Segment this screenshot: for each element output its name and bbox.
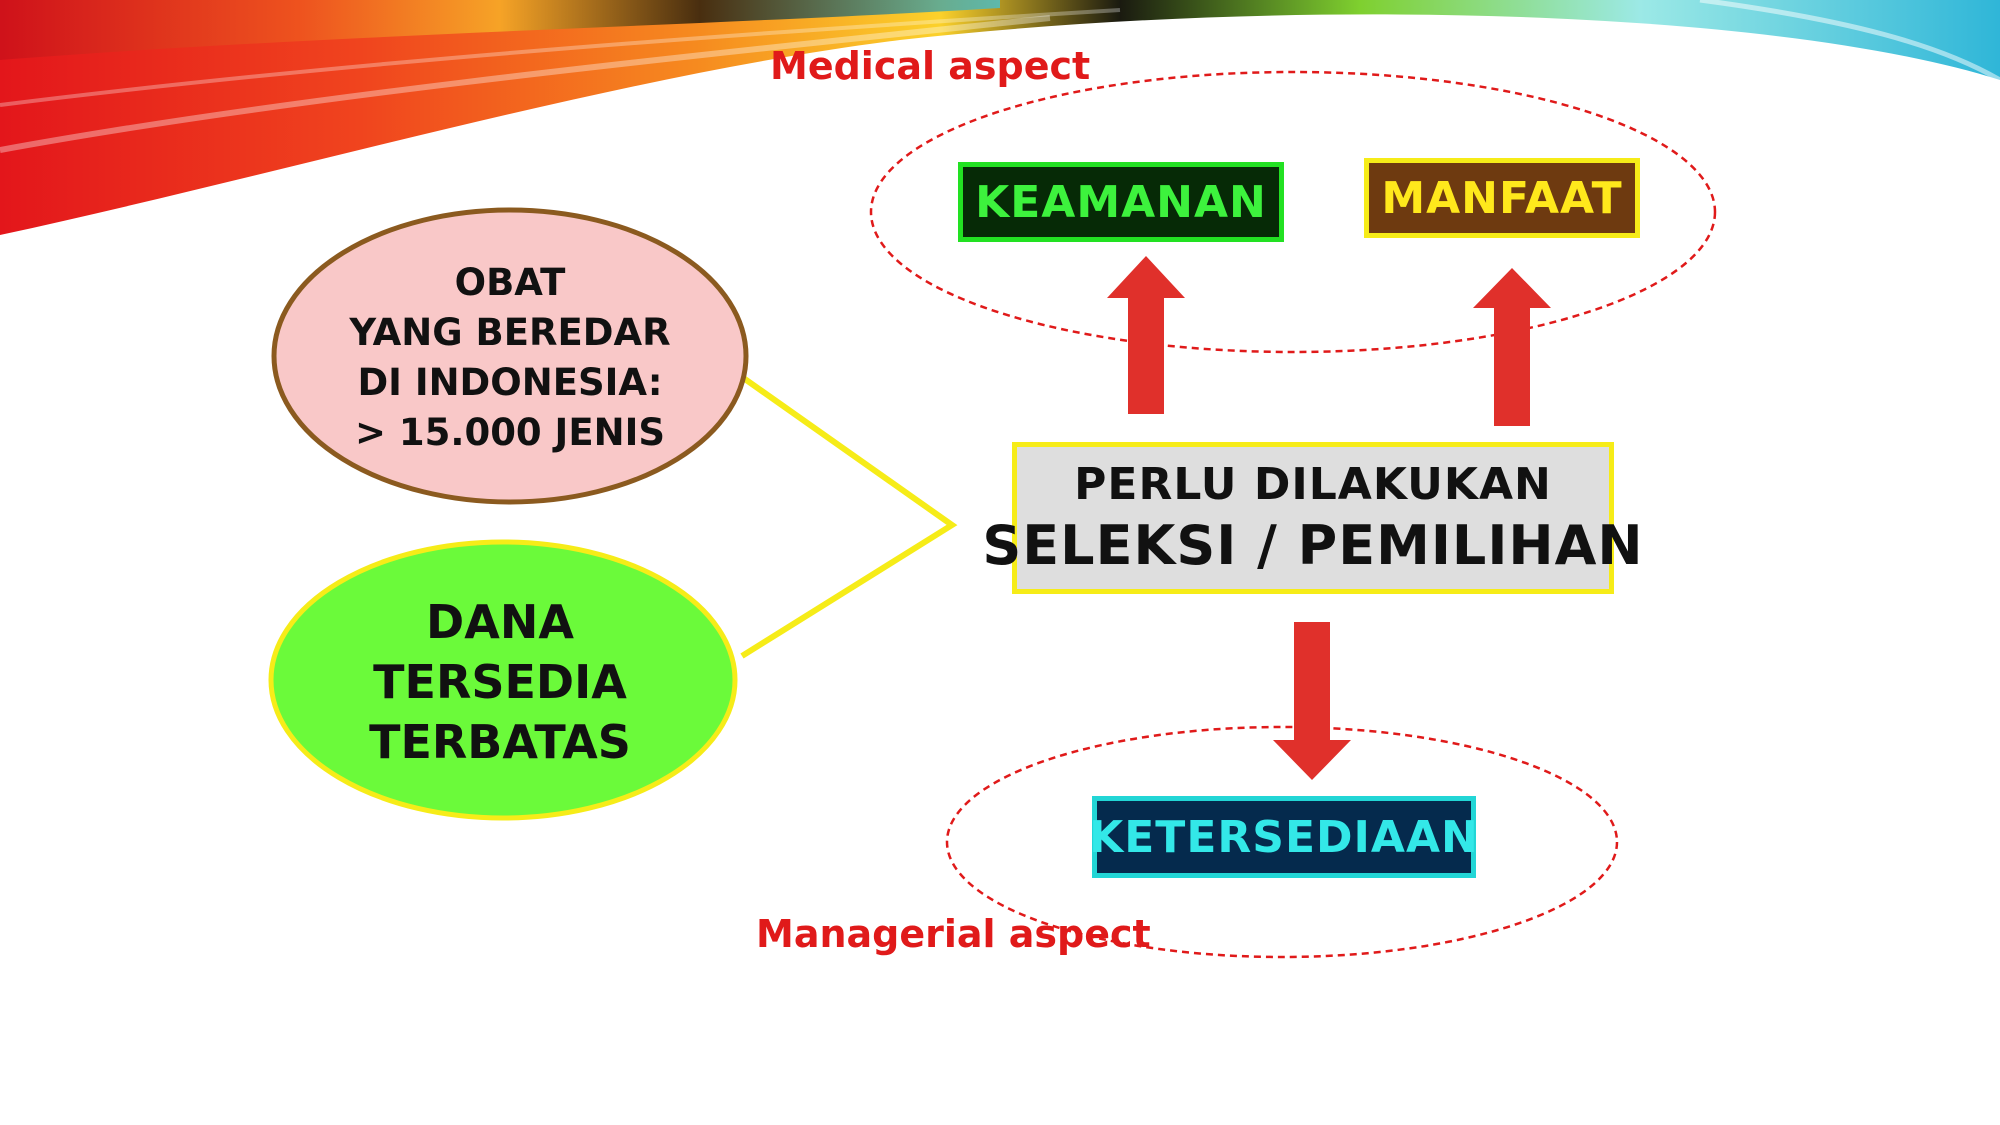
arrow-up-keamanan bbox=[1107, 256, 1185, 414]
drugs-oval-line: OBAT bbox=[454, 261, 566, 304]
manfaat-box: MANFAAT bbox=[1364, 158, 1640, 238]
managerial-aspect-label: Managerial aspect bbox=[756, 912, 1151, 956]
connector-lines bbox=[740, 374, 958, 659]
drugs-oval bbox=[271, 207, 749, 505]
drugs-oval-line: DI INDONESIA: bbox=[357, 361, 663, 404]
drugs-oval-line: YANG BEREDAR bbox=[349, 311, 671, 354]
drugs-oval-line: > 15.000 JENIS bbox=[355, 411, 665, 454]
selection-line-2: SELEKSI / PEMILIHAN bbox=[982, 514, 1644, 577]
selection-line-1: PERLU DILAKUKAN bbox=[1074, 459, 1552, 510]
funds-oval-text: DANA TERSEDIA TERBATAS bbox=[320, 592, 680, 772]
funds-oval-line: DANA bbox=[426, 595, 574, 649]
managerial-aspect-ellipse bbox=[945, 725, 1619, 959]
arrow-up-manfaat bbox=[1473, 268, 1551, 426]
selection-box: PERLU DILAKUKAN SELEKSI / PEMILIHAN bbox=[982, 442, 1643, 594]
ketersediaan-box: KETERSEDIAAN bbox=[1089, 796, 1478, 878]
medical-aspect-ellipse bbox=[869, 70, 1717, 354]
keamanan-box: KEAMANAN bbox=[958, 162, 1284, 242]
header-swoosh-decoration bbox=[0, 0, 2000, 235]
arrow-down-ketersediaan bbox=[1273, 622, 1351, 780]
medical-aspect-label: Medical aspect bbox=[770, 44, 1091, 88]
funds-oval-line: TERSEDIA bbox=[373, 655, 627, 709]
funds-oval-line: TERBATAS bbox=[369, 715, 631, 769]
funds-oval bbox=[268, 539, 738, 821]
drugs-oval-text: OBAT YANG BEREDAR DI INDONESIA: > 15.000… bbox=[300, 258, 720, 458]
